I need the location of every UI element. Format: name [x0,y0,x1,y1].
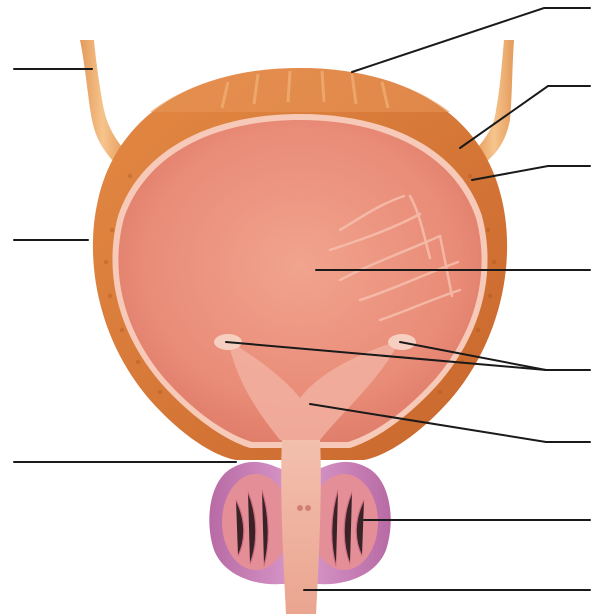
urethra [281,440,321,614]
right-ureter [474,40,514,162]
left-ureter [80,40,126,160]
leader-line-right-2 [460,86,590,148]
leader-line-right-1 [352,8,590,72]
